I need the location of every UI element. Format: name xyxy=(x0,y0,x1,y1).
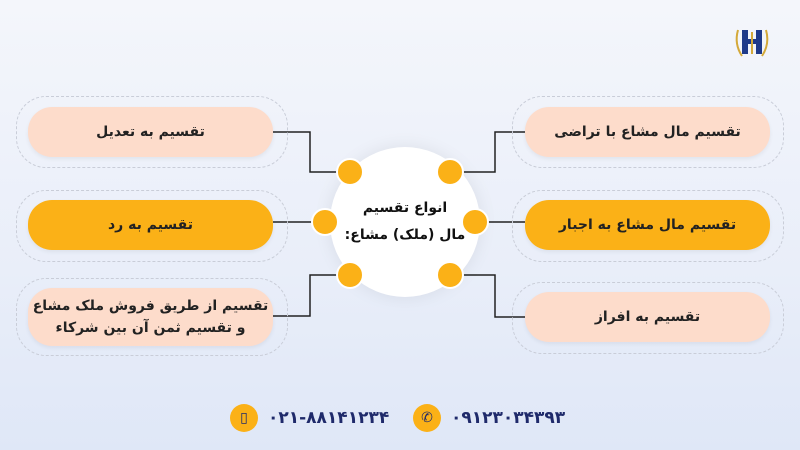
node-dot xyxy=(311,208,339,236)
left-item-3-line1: تقسیم از طریق فروش ملک مشاع xyxy=(32,297,269,314)
center-title-line2: مال (ملک) مشاع: xyxy=(344,227,466,243)
landline-contact: ▯ ۰۲۱-۸۸۱۴۱۲۳۴ xyxy=(230,404,389,432)
mobile-contact: ✆ ۰۹۱۲۳۰۳۴۳۹۳ xyxy=(413,404,565,432)
left-item-3-line2: و تقسیم ثمن آن بین شرکاء xyxy=(55,320,246,336)
mobile-number[interactable]: ۰۹۱۲۳۰۳۴۳۹۳ xyxy=(451,408,566,428)
node-dot xyxy=(336,158,364,186)
law-firm-logo xyxy=(735,29,769,57)
left-item-2-frame xyxy=(16,190,288,262)
left-item-1-frame xyxy=(16,96,288,168)
node-dot xyxy=(461,208,489,236)
right-item-3-label: تقسیم به افراز xyxy=(594,308,701,325)
node-dot xyxy=(436,158,464,186)
right-item-2: تقسیم مال مشاع به اجبار xyxy=(525,200,770,250)
right-item-2-label: تقسیم مال مشاع به اجبار xyxy=(558,216,737,233)
left-item-3: تقسیم از طریق فروش ملک مشاع و تقسیم ثمن … xyxy=(28,288,273,346)
left-item-2: تقسیم به رد xyxy=(28,200,273,250)
right-item-1: تقسیم مال مشاع با تراضی xyxy=(525,107,770,157)
center-title-line1: انواع تقسیم xyxy=(362,200,448,217)
right-item-1-frame xyxy=(512,96,784,168)
right-item-1-label: تقسیم مال مشاع با تراضی xyxy=(554,123,741,140)
node-dot xyxy=(336,261,364,289)
landline-number[interactable]: ۰۲۱-۸۸۱۴۱۲۳۴ xyxy=(268,408,390,428)
right-item-3: تقسیم به افراز xyxy=(525,292,770,342)
node-dot xyxy=(436,261,464,289)
right-item-3-frame xyxy=(512,282,784,354)
mobile-phone-icon: ▯ xyxy=(230,404,258,432)
left-item-3-frame xyxy=(16,278,288,356)
phone-call-icon: ✆ xyxy=(413,404,441,432)
left-item-1-label: تقسیم به تعدیل xyxy=(96,123,205,140)
left-item-1: تقسیم به تعدیل xyxy=(28,107,273,157)
right-item-2-frame xyxy=(512,190,784,262)
left-item-2-label: تقسیم به رد xyxy=(108,216,194,233)
